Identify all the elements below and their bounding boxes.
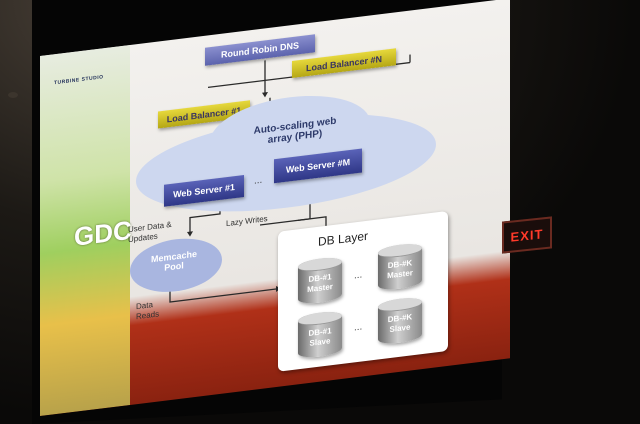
presentation-slide: TURBINE STUDIO GDC Round Robin DNS Load … [40,0,510,416]
db-k-master-label: DB-#K Master [387,258,413,281]
slave-ellipsis: ... [354,321,363,334]
db-1-slave-label: DB-#1 Slave [308,326,332,348]
db-k-slave-cylinder: DB-#K Slave [378,296,422,346]
exit-sign: EXIT [502,216,552,254]
db-1-master-label: DB-#1 Master [307,272,333,295]
db-layer-title: DB Layer [318,228,369,249]
db-k-master-cylinder: DB-#K Master [378,242,422,292]
db-k-slave-label: DB-#K Slave [387,312,413,335]
master-ellipsis: ... [354,269,363,282]
db-1-master-cylinder: DB-#1 Master [298,255,342,306]
db-layer-panel: DB Layer DB-#1 Master ... DB-#K Master D… [278,210,448,372]
db-1-slave-cylinder: DB-#1 Slave [298,309,342,360]
web-server-ellipsis: ... [254,174,263,187]
ceiling-light [8,92,18,98]
